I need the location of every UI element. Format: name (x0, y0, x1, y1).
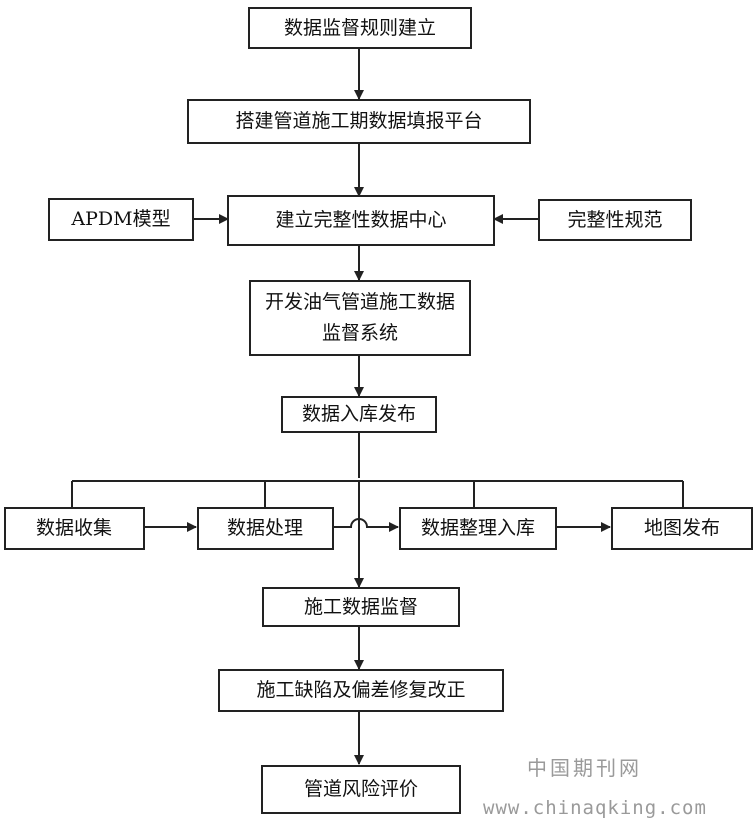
box-norm (538, 199, 692, 241)
label-center: 建立完整性数据中心 (275, 209, 446, 231)
label-rules: 数据监督规则建立 (284, 17, 436, 39)
label-organize: 数据整理入库 (421, 517, 535, 539)
label-repair: 施工缺陷及偏差修复改正 (256, 679, 465, 701)
label-risk: 管道风险评价 (304, 778, 418, 800)
arrow-process-to-organize (333, 518, 399, 532)
connectors (71, 48, 684, 765)
label-supervise: 施工数据监督 (304, 596, 418, 618)
box-center (227, 195, 495, 246)
watermark-url: www.chinaqking.com (483, 797, 707, 819)
label-apdm: APDM模型 (70, 208, 170, 230)
node-labels: 数据监督规则建立 搭建管道施工期数据填报平台 APDM模型 建立完整性数据中心 … (36, 17, 720, 800)
box-rules (248, 7, 472, 49)
box-platform (187, 99, 531, 144)
box-repair (218, 669, 504, 712)
box-organize (399, 507, 557, 550)
label-platform: 搭建管道施工期数据填报平台 (235, 110, 482, 132)
box-process (197, 507, 334, 550)
box-collect (4, 507, 145, 550)
box-system (249, 280, 471, 356)
label-system-line1: 开发油气管道施工数据 (265, 291, 455, 313)
box-map (611, 507, 753, 550)
label-norm: 完整性规范 (567, 209, 662, 231)
box-apdm (48, 198, 194, 241)
label-process: 数据处理 (227, 517, 303, 539)
label-collect: 数据收集 (36, 517, 112, 539)
box-publish (281, 396, 437, 433)
nodes (4, 7, 753, 814)
watermark-site-name: 中国期刊网 (527, 756, 642, 780)
label-system-line2: 监督系统 (322, 322, 398, 344)
label-publish: 数据入库发布 (302, 403, 416, 425)
box-supervise (262, 587, 460, 627)
box-risk (261, 765, 461, 814)
label-map: 地图发布 (644, 517, 720, 539)
